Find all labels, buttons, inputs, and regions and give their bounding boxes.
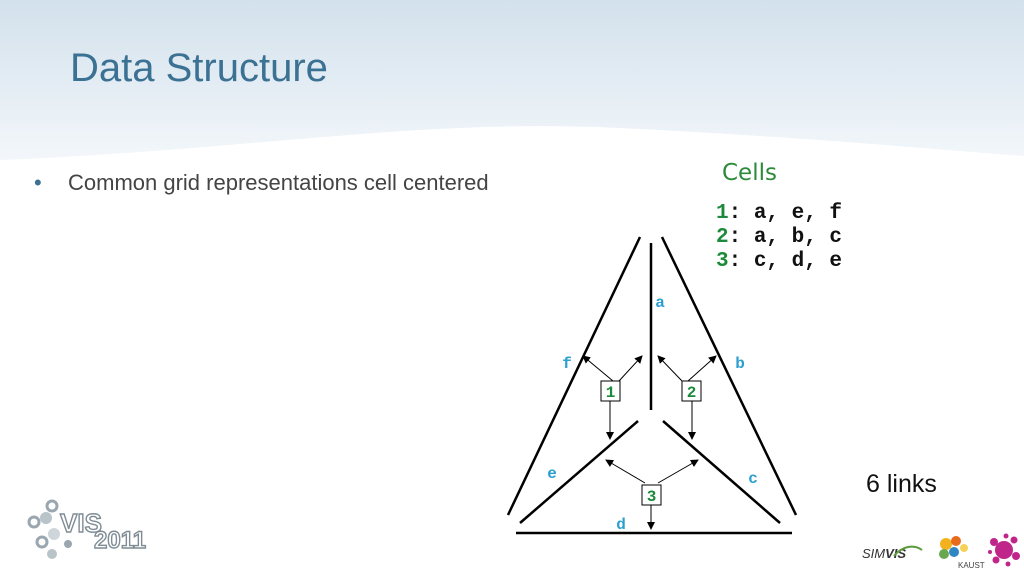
- cell-edges: : a, e, f: [728, 202, 843, 225]
- cell-edges: : a, b, c: [728, 226, 843, 249]
- bullet-item: • Common grid representations cell center…: [34, 170, 489, 196]
- link-arrow: [687, 355, 717, 382]
- svg-text:VIS: VIS: [60, 508, 102, 538]
- edge-label-d: d: [616, 516, 626, 534]
- bullet-dot: •: [34, 170, 42, 195]
- edge-label-a: a: [655, 294, 665, 312]
- cells-heading: Cells: [722, 160, 777, 186]
- cell-label-1: 1: [606, 384, 616, 402]
- simvis-swoosh: [893, 545, 923, 557]
- cell-id: 2: [716, 226, 729, 249]
- edge-c-line: [662, 420, 781, 524]
- edge-e-line: [519, 420, 639, 524]
- link-arrow: [582, 355, 614, 382]
- edge-label-e: e: [547, 465, 557, 483]
- kaust-text: KAUST: [958, 561, 985, 570]
- kaust-logo: [939, 536, 968, 559]
- link-arrow: [605, 459, 646, 484]
- edge-label-f: f: [562, 355, 572, 373]
- cell-edges: : c, d, e: [728, 250, 843, 273]
- header-swoosh: [0, 126, 1024, 170]
- links-count-text: 6 links: [866, 470, 937, 498]
- cell-label-2: 2: [687, 384, 697, 402]
- cell-entry: 2: a, b, c: [716, 226, 842, 250]
- svg-text:2011: 2011: [94, 527, 146, 554]
- bullet-text: Common grid representations cell centere…: [68, 170, 489, 195]
- edge-label-b: b: [735, 355, 745, 373]
- simvis-prefix: SIM: [862, 546, 886, 561]
- splash-logo: [988, 533, 1020, 567]
- triangle-diagram: 1 2 3 a f b e c d: [506, 236, 798, 535]
- edge-b-line: [660, 236, 798, 516]
- cell-entry: 1: a, e, f: [716, 202, 842, 226]
- cell-id: 1: [716, 202, 729, 225]
- edge-label-c: c: [748, 470, 758, 488]
- link-arrow: [618, 355, 643, 382]
- cell-label-3: 3: [647, 488, 657, 506]
- cell-box-3: [641, 484, 662, 506]
- slide-title: Data Structure: [70, 46, 328, 90]
- cell-id: 3: [716, 250, 729, 273]
- cell-box-2: [681, 380, 702, 402]
- cell-list: 1: a, e, f 2: a, b, c 3: c, d, e: [716, 202, 842, 274]
- cell-entry: 3: c, d, e: [716, 250, 842, 274]
- link-arrow: [657, 355, 683, 382]
- edge-f-line: [506, 236, 642, 516]
- vis2011-logo: VIS 2011: [27, 499, 147, 559]
- cell-box-1: [600, 380, 621, 402]
- link-arrow: [657, 459, 699, 484]
